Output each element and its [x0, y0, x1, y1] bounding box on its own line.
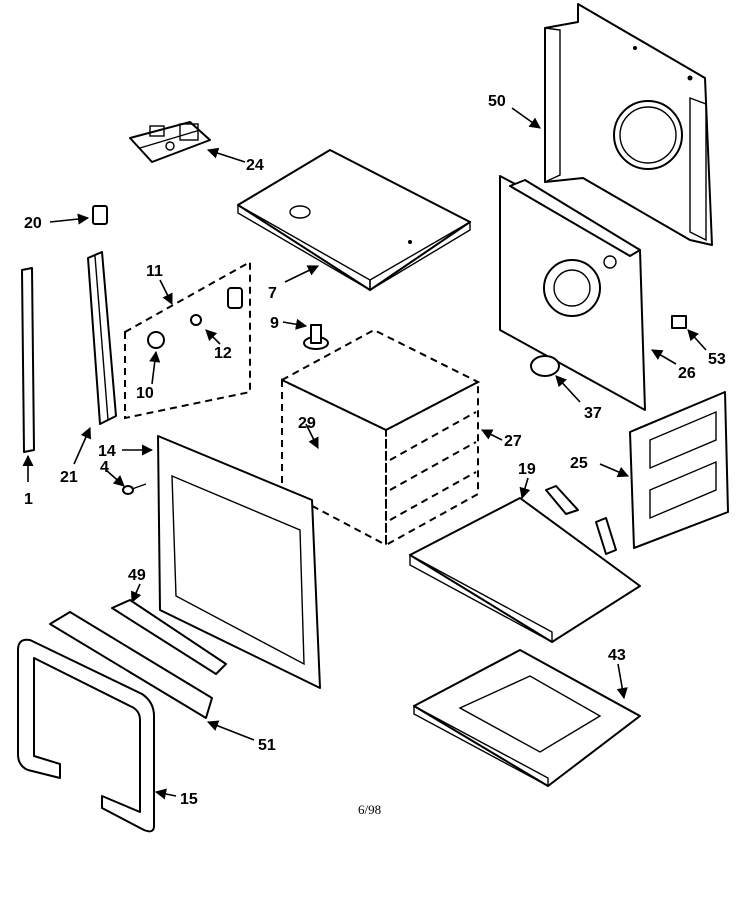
callout-27: 27: [504, 433, 522, 450]
connector-part: [303, 324, 329, 350]
leader-lines: [22, 107, 707, 800]
callout-15: 15: [180, 791, 198, 808]
bottom-trim-part: [49, 611, 213, 719]
callout-9: 9: [270, 315, 279, 332]
latch-part: [671, 315, 687, 329]
screw-part: [122, 483, 147, 495]
callout-43: 43: [608, 647, 626, 664]
callout-24: 24: [246, 157, 264, 174]
callout-49: 49: [128, 567, 146, 584]
switch-assembly-part: [124, 260, 251, 420]
callout-10: 10: [136, 385, 154, 402]
rear-panel-part: [544, 3, 713, 246]
callout-51: 51: [258, 737, 276, 754]
callout-14: 14: [98, 443, 116, 460]
top-panel-part: [237, 149, 471, 292]
callout-29: 29: [298, 415, 316, 432]
side-vent-panel-part: [629, 391, 729, 549]
bottom-tray-part: [413, 649, 641, 788]
callout-21: 21: [60, 469, 78, 486]
fan-bracket-part: [499, 175, 646, 411]
callout-53: 53: [708, 351, 726, 368]
callout-25: 25: [570, 455, 588, 472]
clip-part: [92, 205, 108, 225]
callout-7: 7: [268, 285, 277, 302]
callout-12: 12: [214, 345, 232, 362]
callout-50: 50: [488, 93, 506, 110]
side-trim-strip-part: [21, 267, 35, 453]
callout-20: 20: [24, 215, 42, 232]
callout-11: 11: [146, 263, 163, 280]
floor-panel-part: [409, 485, 641, 644]
callout-1: 1: [24, 491, 33, 508]
trim-strip-part: [111, 599, 227, 675]
door-gasket-part: [17, 638, 155, 833]
side-rail-part: [87, 251, 117, 425]
front-frame-part: [157, 435, 321, 689]
revision-date: 6/98: [358, 802, 381, 817]
terminal-bracket-part: [129, 121, 211, 163]
oven-cavity-part: [279, 328, 481, 547]
callout-4: 4: [100, 459, 109, 476]
callout-37: 37: [584, 405, 602, 422]
callout-19: 19: [518, 461, 536, 478]
callout-26: 26: [678, 365, 696, 382]
